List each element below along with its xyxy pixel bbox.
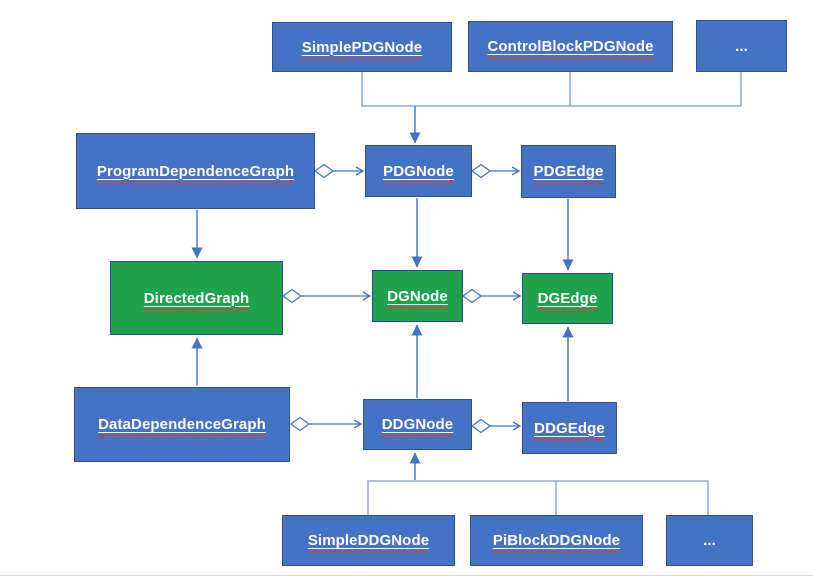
edge-pdgnode-aggregates-pdgedge: [470, 163, 521, 179]
class-label: PiBlockDDGNode: [492, 532, 621, 549]
class-box-pdg-edge: PDGEdge: [521, 145, 616, 198]
class-label: DataDependenceGraph: [98, 416, 266, 433]
class-box-control-block-pdg-node: ControlBlockPDGNode: [468, 21, 673, 72]
class-box-ddg-edge: DDGEdge: [522, 402, 617, 454]
class-box-simple-pdg-node: SimplePDGNode: [272, 22, 452, 72]
class-label: SimplePDGNode: [301, 38, 423, 56]
class-box-pdg-node: PDGNode: [365, 145, 472, 197]
class-label: SimpleDDGNode: [307, 532, 430, 549]
edge-dgnode-aggregates-dgedge: [461, 288, 522, 304]
edge-ddgnode-aggregates-ddgedge: [470, 418, 522, 434]
page-bottom-divider: [0, 575, 813, 576]
class-label: DDGEdge: [534, 419, 605, 437]
class-box-directed-graph: DirectedGraph: [110, 261, 283, 335]
class-box-ddg-more: ...: [666, 515, 753, 566]
ellipsis-label: ...: [703, 532, 716, 549]
edge-fan-bottom-ddg-subclasses: [367, 480, 709, 515]
class-label: ProgramDependenceGraph: [96, 162, 295, 180]
edge-directedgraph-aggregates-dgnode: [281, 288, 372, 304]
class-box-simple-ddg-node: SimpleDDGNode: [282, 515, 455, 566]
class-box-ddg-node: DDGNode: [363, 399, 472, 450]
class-label: DGNode: [387, 287, 448, 305]
class-label: DirectedGraph: [143, 289, 250, 307]
edge-fan-top-pdg-subclasses: [361, 72, 742, 107]
class-label: PDGEdge: [533, 163, 604, 180]
edge-ddg-aggregates-ddgnode: [289, 416, 363, 432]
class-box-program-dependence-graph: ProgramDependenceGraph: [76, 133, 315, 209]
edge-pdg-aggregates-pdgnode: [313, 163, 365, 179]
class-box-pi-block-ddg-node: PiBlockDDGNode: [470, 515, 643, 566]
class-label: DDGNode: [381, 416, 454, 433]
class-box-dg-edge: DGEdge: [522, 273, 613, 324]
ellipsis-label: ...: [735, 37, 748, 55]
class-label: DGEdge: [537, 290, 598, 307]
class-box-dg-node: DGNode: [372, 270, 463, 322]
class-box-pdg-more: ...: [696, 20, 787, 72]
class-label: PDGNode: [383, 162, 454, 180]
class-label: ControlBlockPDGNode: [487, 38, 654, 55]
class-box-data-dependence-graph: DataDependenceGraph: [74, 387, 290, 462]
